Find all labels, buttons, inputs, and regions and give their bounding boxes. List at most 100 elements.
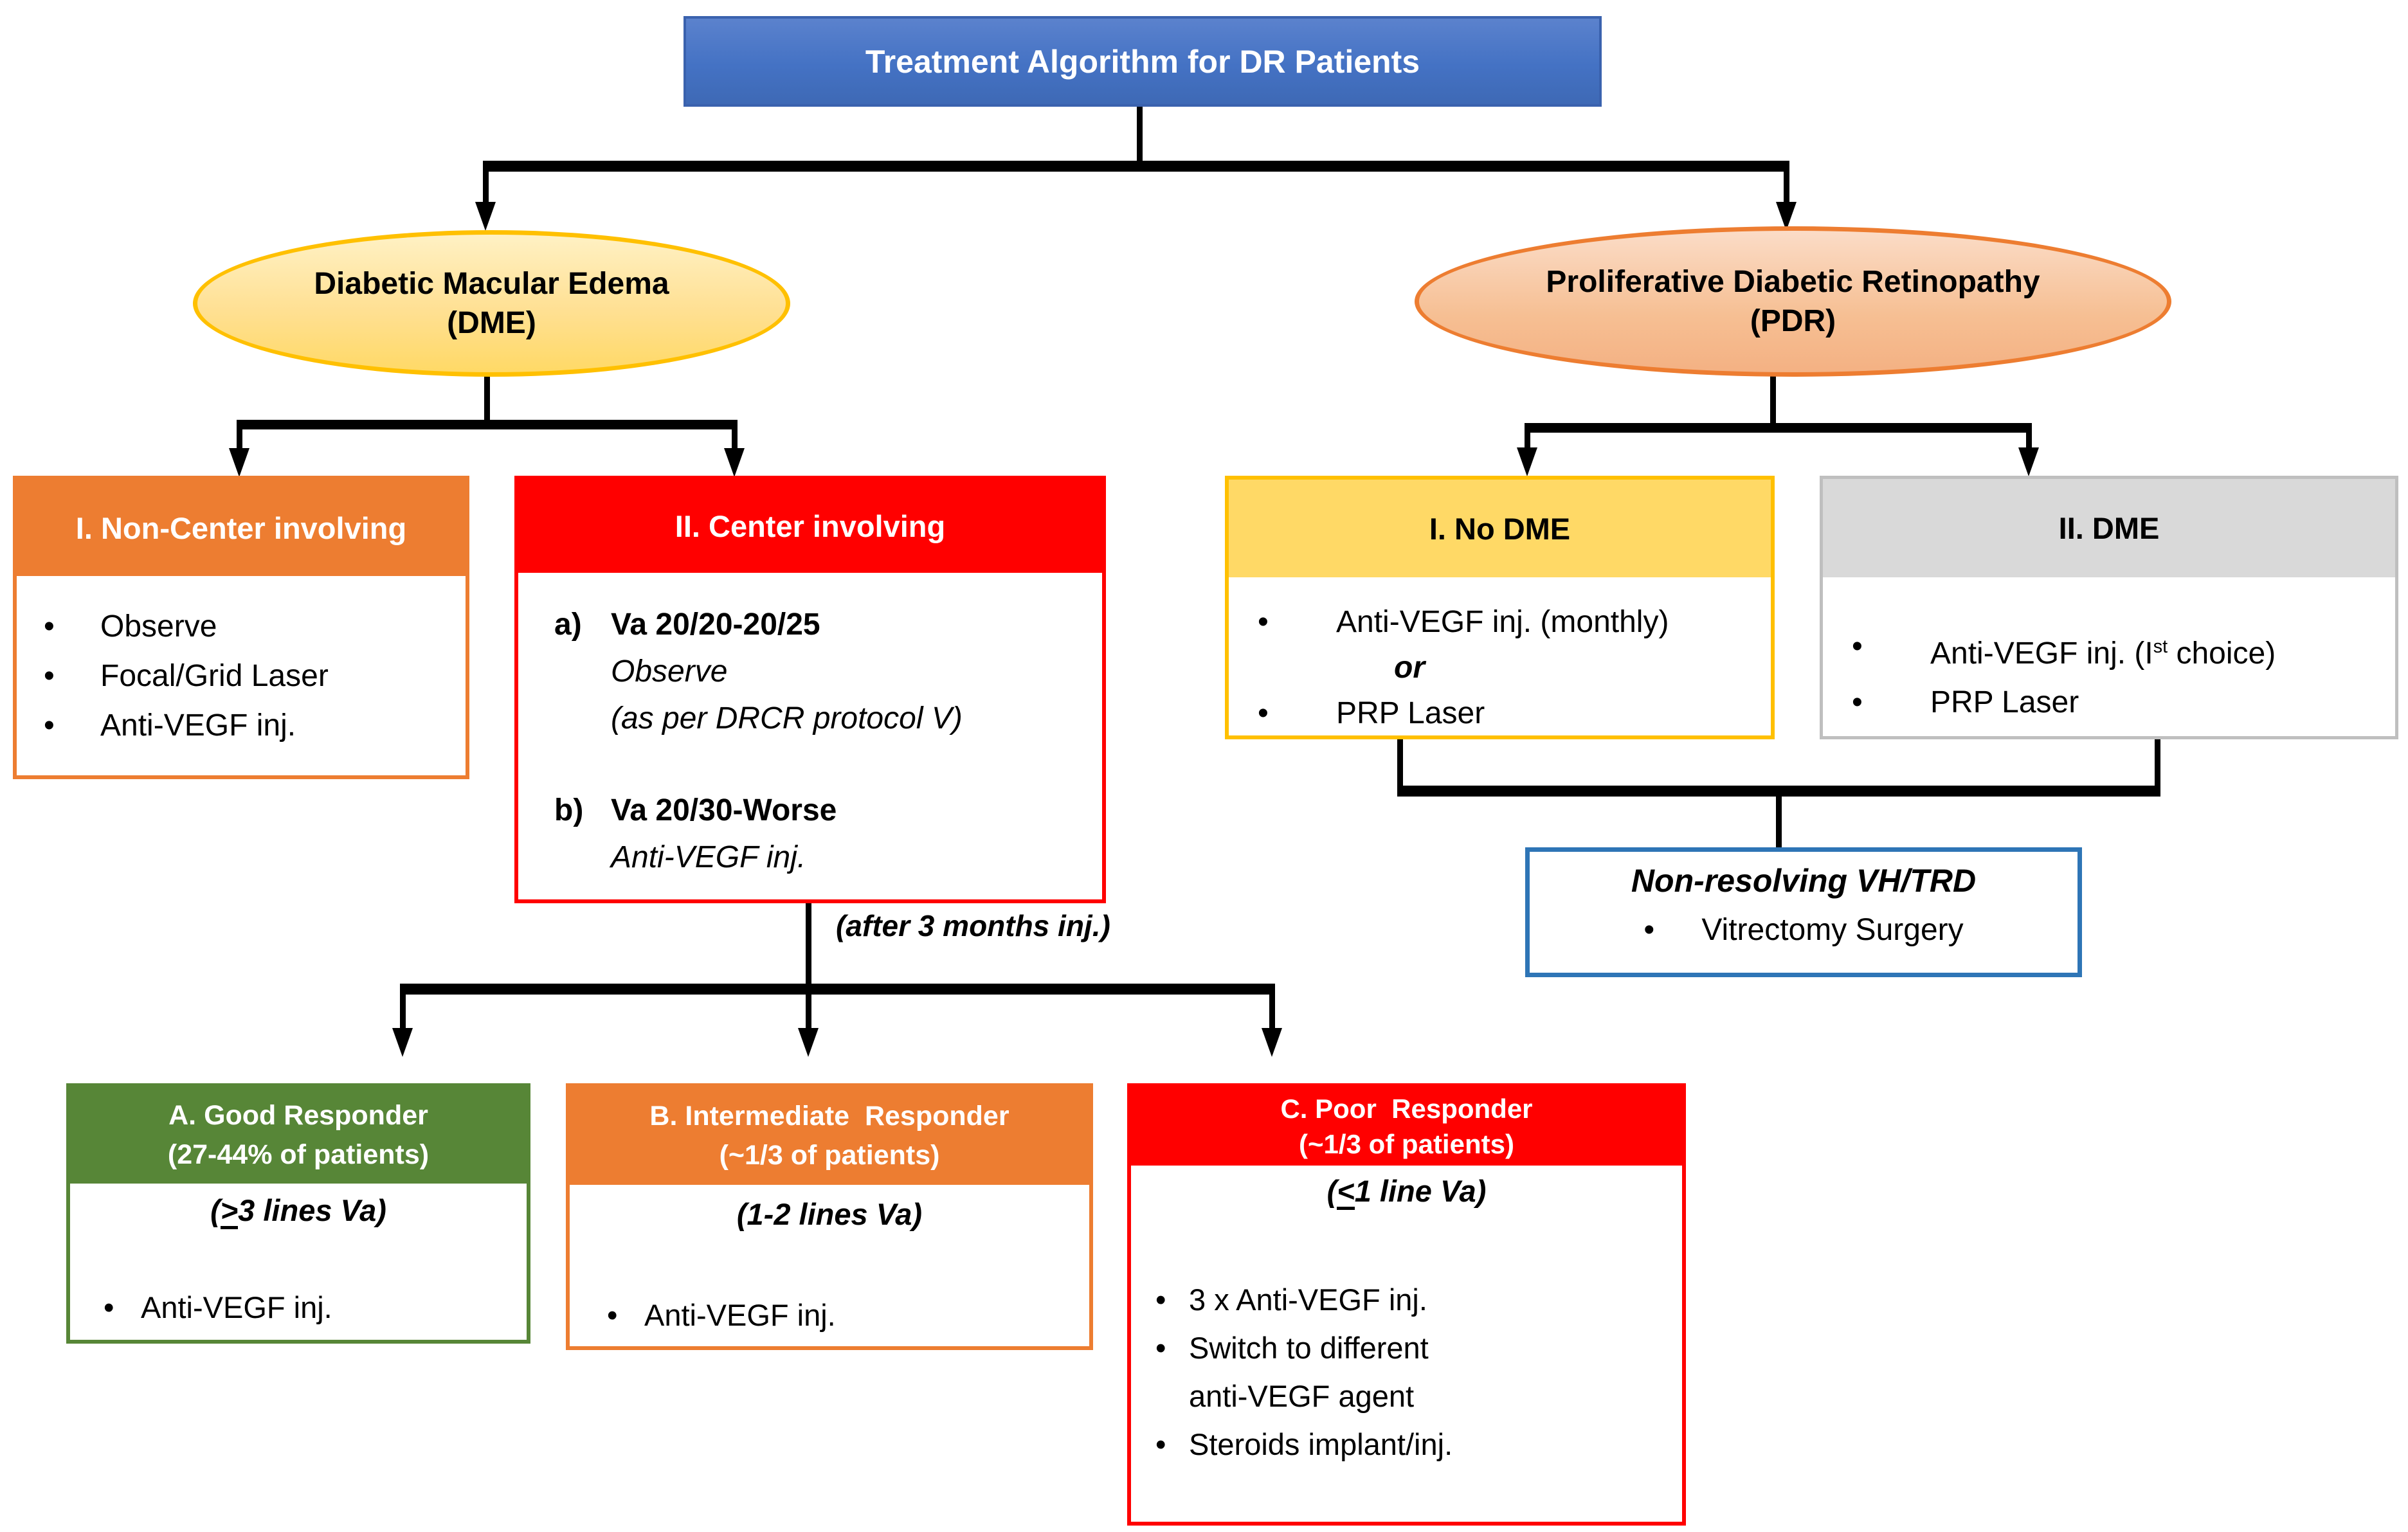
list-item-text: Anti-VEGF inj. (monthly) — [1336, 605, 1669, 639]
subtitle-rest: 3 lines Va) — [238, 1193, 386, 1227]
non-center-header: I. Non-Center involving — [17, 480, 466, 576]
good-subtitle: (>3 lines Va) — [70, 1193, 527, 1229]
spacer — [554, 742, 1092, 787]
bullet-icon — [44, 602, 100, 651]
connector-to-good-shaft — [400, 995, 406, 1030]
pdr-ellipse-line2: (PDR) — [1750, 304, 1836, 338]
node-no-dme: I. No DME Anti-VEGF inj. (monthly) or PR… — [1225, 476, 1775, 739]
poor-header-line2: (~1/3 of patients) — [1299, 1129, 1514, 1159]
connector-merge-crossbar — [1397, 786, 2160, 797]
list-item: PRP Laser — [1258, 690, 1766, 736]
subtitle-rest: 1 line Va) — [1354, 1174, 1487, 1208]
connector-to-intermediate-shaft — [806, 995, 811, 1030]
list-item: Anti-VEGF inj. — [44, 701, 459, 750]
option-a: a) Va 20/20-20/25 Observe (as per DRCR p… — [554, 601, 1092, 742]
intermediate-header-line1: B. Intermediate Responder — [649, 1100, 1009, 1131]
node-good-responder: A. Good Responder (27-44% of patients) (… — [66, 1083, 530, 1344]
connector-to-dme2-shaft — [2026, 433, 2032, 449]
arrowhead-down-intermediate-icon — [798, 1028, 819, 1057]
pdr-dme-body: Anti-VEGF inj. (Ist choice) PRP Laser — [1823, 577, 2395, 736]
pdr-dme-header: II. DME — [1823, 479, 2395, 577]
connector-nodme-down — [1397, 739, 1403, 788]
list-item-text: PRP Laser — [1930, 685, 2079, 719]
bullet-icon — [1258, 690, 1336, 736]
connector-to-vhtrd-stem — [1776, 797, 1782, 848]
list-item-text: Observe — [100, 609, 217, 644]
list-item-text: PRP Laser — [1336, 696, 1485, 730]
pdr-ellipse-line1: Proliferative Diabetic Retinopathy — [1546, 264, 2040, 299]
intermediate-responder-header: B. Intermediate Responder (~1/3 of patie… — [570, 1087, 1089, 1185]
list-item-text: Anti-VEGF inj. (Ist choice) — [1930, 622, 2276, 678]
or-conjunction: or — [1394, 651, 1425, 685]
list-item: Anti-VEGF inj. — [570, 1296, 1089, 1335]
connector-dme-crossbar — [237, 420, 738, 429]
bullet-icon — [607, 1296, 644, 1335]
arrowhead-down-noncenter-icon — [229, 448, 249, 477]
arrowhead-down-center-icon — [724, 448, 745, 477]
list-item-continuation: anti-VEGF agent — [1189, 1379, 1415, 1413]
list-item: Steroids implant/inj. — [1155, 1420, 1682, 1468]
leq-operator: < — [1337, 1176, 1355, 1210]
node-pdr-ellipse: Proliferative Diabetic Retinopathy (PDR) — [1415, 226, 2171, 377]
anti-vegf-post: choice) — [2168, 636, 2276, 671]
node-dme-ellipse: Diabetic Macular Edema (DME) — [193, 230, 790, 377]
arrowhead-down-good-icon — [392, 1028, 413, 1057]
list-item-text: Switch to different — [1189, 1331, 1429, 1365]
connector-pdr-crossbar — [1525, 423, 2032, 433]
option-a-sub1: Observe — [611, 654, 728, 689]
list-item-text: 3 x Anti-VEGF inj. — [1189, 1283, 1427, 1317]
list-item-text: Vitrectomy Surgery — [1701, 913, 1964, 947]
node-intermediate-responder: B. Intermediate Responder (~1/3 of patie… — [566, 1083, 1093, 1350]
bullet-icon — [1155, 1420, 1189, 1468]
bullet-icon — [44, 651, 100, 701]
option-a-title: Va 20/20-20/25 — [611, 608, 820, 642]
option-b-label: b) — [554, 793, 584, 827]
node-non-center-involving: I. Non-Center involving Observe Focal/Gr… — [13, 476, 469, 779]
connector-title-crossbar — [483, 161, 1789, 172]
option-a-content: Va 20/20-20/25 Observe (as per DRCR prot… — [611, 601, 963, 742]
bullet-icon — [1852, 622, 1930, 671]
center-body: a) Va 20/20-20/25 Observe (as per DRCR p… — [518, 573, 1102, 899]
connector-to-dme-shaft — [483, 172, 489, 204]
bullet-icon — [1155, 1275, 1189, 1324]
superscript-st: st — [2153, 636, 2168, 657]
geq-operator: > — [220, 1195, 239, 1229]
intermediate-responder-body: (1-2 lines Va) Anti-VEGF inj. — [570, 1185, 1089, 1346]
good-responder-header: A. Good Responder (27-44% of patients) — [70, 1087, 527, 1184]
bullet-icon — [104, 1288, 141, 1327]
good-header-line1: A. Good Responder — [168, 1099, 428, 1131]
list-item: Anti-VEGF inj. (monthly) — [1258, 599, 1766, 645]
node-center-involving: II. Center involving a) Va 20/20-20/25 O… — [514, 476, 1106, 903]
no-dme-body: Anti-VEGF inj. (monthly) or PRP Laser — [1229, 577, 1771, 736]
no-dme-header: I. No DME — [1229, 480, 1771, 577]
poor-responder-body: (<1 line Va) 3 x Anti-VEGF inj. Switch t… — [1131, 1166, 1682, 1522]
connector-center-stem — [806, 903, 811, 987]
list-item-text: Steroids implant/inj. — [1189, 1427, 1453, 1461]
option-b-sub1: Anti-VEGF inj. — [611, 840, 806, 874]
list-item-text: Anti-VEGF inj. — [644, 1298, 836, 1332]
subtitle-open: ( — [1326, 1174, 1337, 1208]
after-3-months-label: (after 3 months inj.) — [836, 909, 1110, 942]
bullet-icon — [1155, 1324, 1189, 1372]
poor-items: 3 x Anti-VEGF inj. Switch to different a… — [1131, 1275, 1682, 1468]
bullet-icon — [44, 701, 100, 750]
bullet-icon — [1258, 599, 1336, 645]
list-item: Observe — [44, 602, 459, 651]
connector-pdr-stem — [1770, 368, 1776, 426]
option-a-sub2: (as per DRCR protocol V) — [611, 701, 963, 735]
list-item: Focal/Grid Laser — [44, 651, 459, 701]
node-poor-responder: C. Poor Responder (~1/3 of patients) (<1… — [1127, 1083, 1686, 1526]
option-b-title: Va 20/30-Worse — [611, 793, 837, 827]
option-b: b) Va 20/30-Worse Anti-VEGF inj. — [554, 787, 1092, 881]
list-item-text: Anti-VEGF inj. — [141, 1290, 332, 1324]
node-vh-trd: Non-resolving VH/TRD Vitrectomy Surgery — [1525, 847, 2082, 977]
arrowhead-down-nodme-icon — [1517, 447, 1537, 476]
connector-dme2-down — [2155, 739, 2160, 788]
list-item: PRP Laser — [1852, 678, 2390, 727]
connector-dme-stem — [484, 368, 490, 422]
dme-ellipse-line2: (DME) — [447, 306, 536, 340]
diagram-title: Treatment Algorithm for DR Patients — [683, 16, 1602, 107]
poor-responder-header: C. Poor Responder (~1/3 of patients) — [1131, 1087, 1682, 1166]
vh-trd-title: Non-resolving VH/TRD — [1631, 863, 1977, 899]
